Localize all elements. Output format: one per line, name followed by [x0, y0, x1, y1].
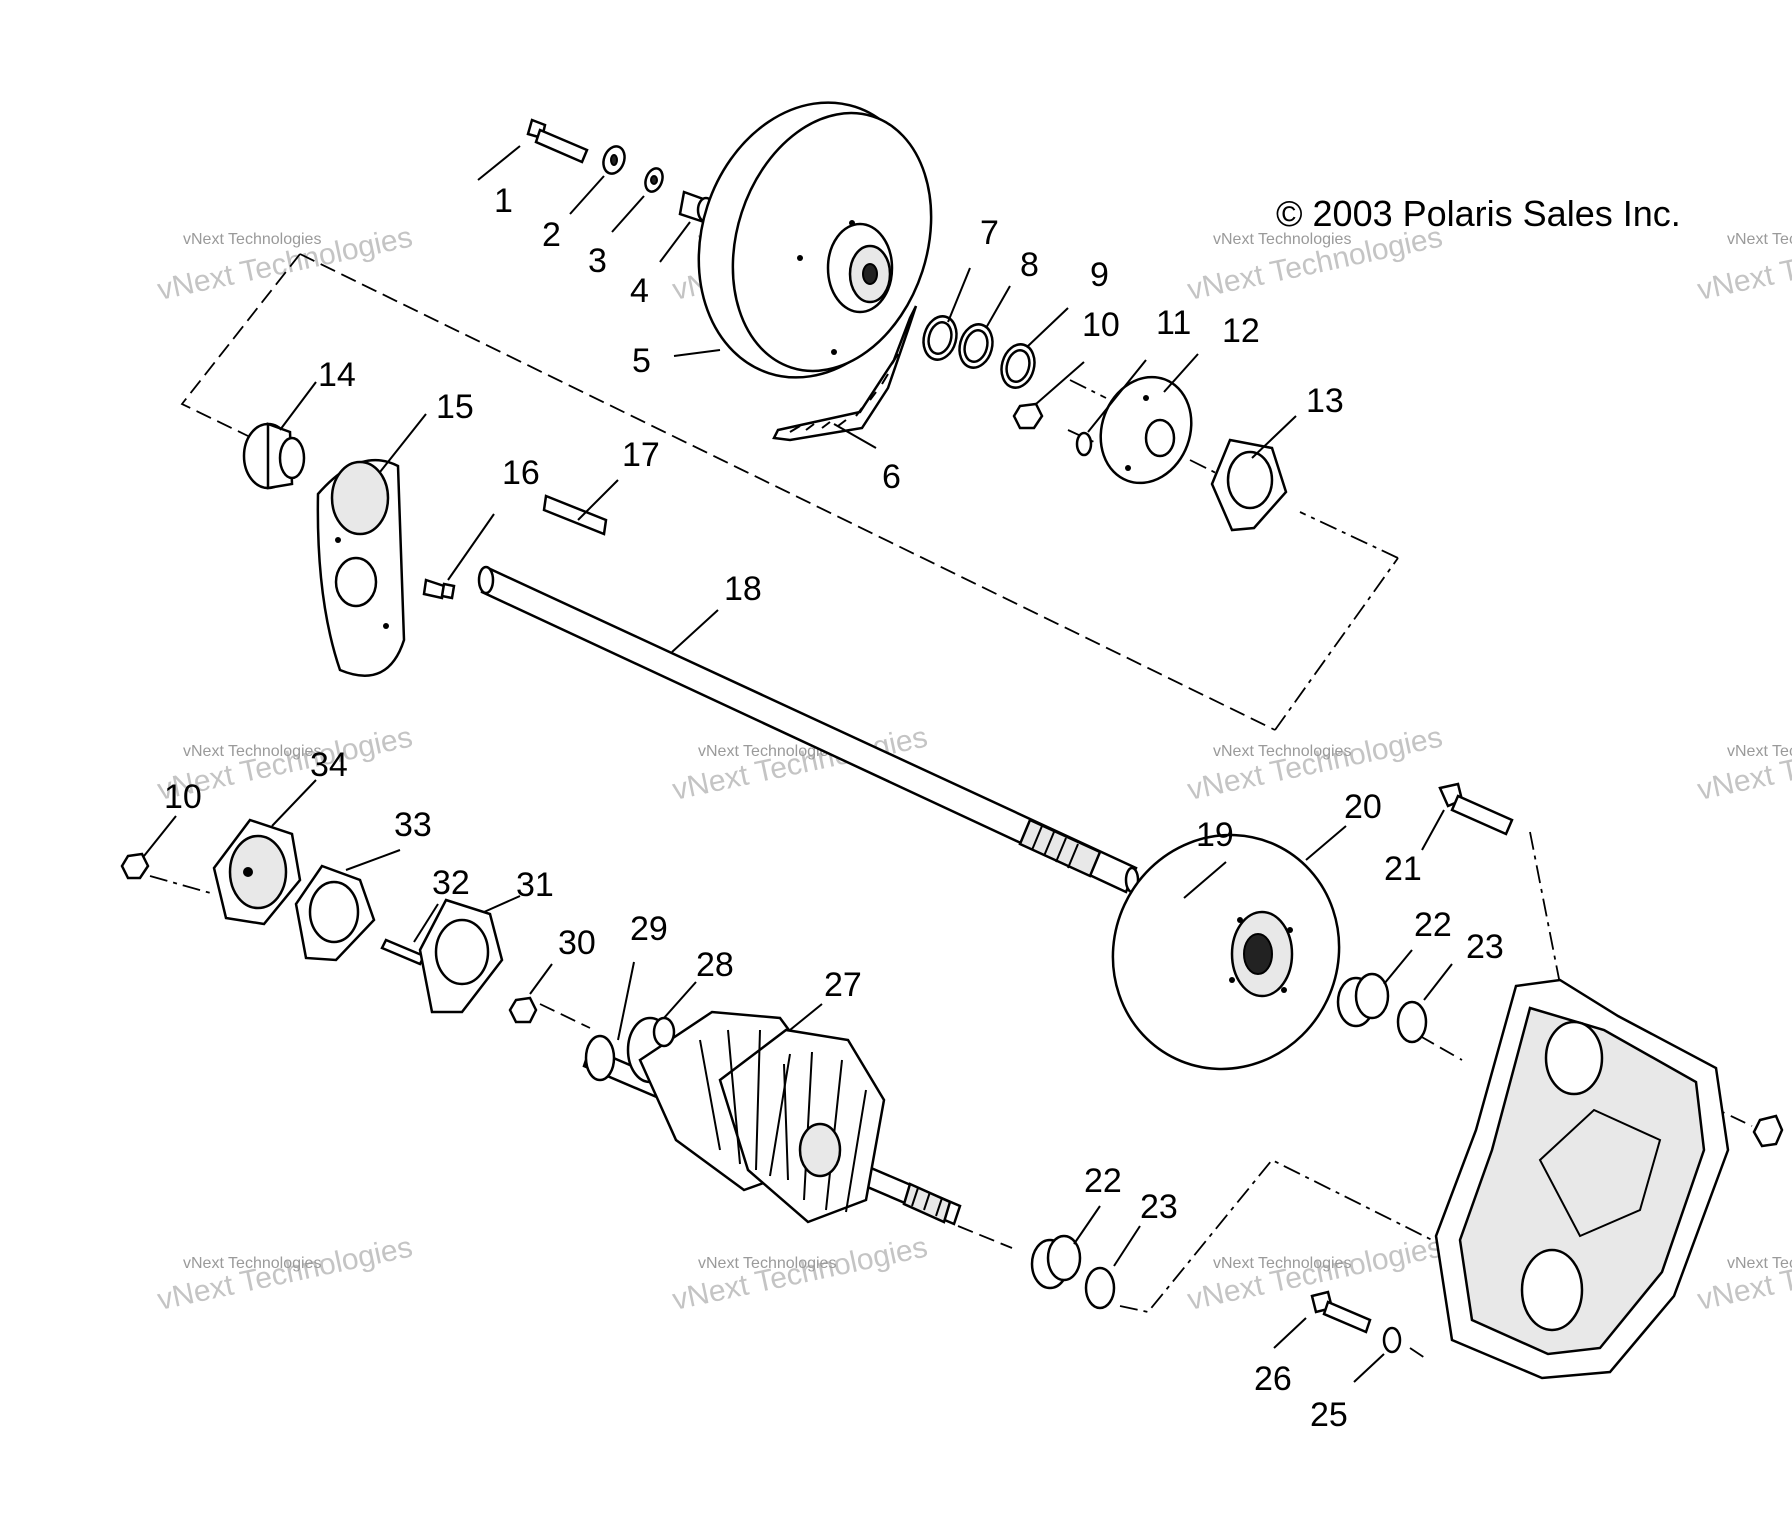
brake-disc-part-20 [1111, 833, 1341, 1071]
washer-part-11 [1075, 431, 1093, 457]
callout-label: 21 [1384, 850, 1422, 888]
callout-label: 10 [164, 778, 202, 816]
watermark-small: vNext Technologies [1727, 743, 1792, 760]
watermark-big: vNext Technologies [155, 1231, 416, 1317]
chaincase-housing [1434, 978, 1730, 1380]
chaincase-cover-part-15 [316, 458, 406, 677]
watermark-small: vNext Technologies [183, 1255, 321, 1272]
watermark-big: vNext Technologies [1695, 1231, 1792, 1317]
watermark-big: vNext Technologies [1185, 721, 1446, 807]
callout-label: 7 [980, 214, 999, 252]
bolt-part-21 [1438, 782, 1514, 836]
copyright-text: © 2003 Polaris Sales Inc. [1276, 193, 1681, 234]
watermark-small: vNext Technologies [183, 231, 321, 248]
watermark-small: vNext Technologies [1727, 231, 1792, 248]
nut-part-30 [508, 996, 538, 1024]
callout-label: 6 [882, 458, 901, 496]
assembly-lines [149, 253, 1753, 1361]
watermark-big: vNext Technologies [670, 1231, 931, 1317]
callout-label: 12 [1222, 312, 1260, 350]
callout-label: 25 [1310, 1396, 1348, 1434]
track-driveshaft-part-27 [582, 1010, 962, 1226]
callout-label: 5 [632, 342, 651, 380]
nut-part [1752, 1114, 1784, 1148]
callout-label: 27 [824, 966, 862, 1004]
seal-part-23 [1396, 1000, 1428, 1044]
ring-inner-9 [1005, 349, 1031, 383]
callout-labels: 1 2 3 4 5 6 7 8 9 10 11 12 13 14 15 16 1… [164, 182, 1504, 1434]
callout-label: 1 [494, 182, 513, 220]
callout-label: 32 [432, 864, 470, 902]
leader-lines [143, 145, 1453, 1383]
callout-label: 8 [1020, 246, 1039, 284]
watermark-big: vNext Technologies [1695, 721, 1792, 807]
callout-label: 15 [436, 388, 474, 426]
callout-label: 4 [630, 272, 649, 310]
flange-part-33 [294, 864, 376, 962]
flange-part-13 [1210, 438, 1288, 532]
bearing-part-28 [652, 1016, 676, 1048]
bolt-part-26 [1310, 1290, 1372, 1334]
callout-label: 26 [1254, 1360, 1292, 1398]
bearing-part-14 [242, 422, 306, 490]
callout-label: 10 [1082, 306, 1120, 344]
callout-label: 31 [516, 866, 554, 904]
callout-label: 30 [558, 924, 596, 962]
callout-label: 2 [542, 216, 561, 254]
watermark-small: vNext Technologies [698, 743, 836, 760]
callout-label: 3 [588, 242, 607, 280]
callout-label: 20 [1344, 788, 1382, 826]
callout-label: 13 [1306, 382, 1344, 420]
callout-label: 14 [318, 356, 356, 394]
callout-label: 23 [1140, 1188, 1178, 1226]
callout-label: 18 [724, 570, 762, 608]
washer-part-25 [1382, 1326, 1402, 1354]
callout-label: 22 [1414, 906, 1452, 944]
watermark-small: vNext Technologies [183, 743, 321, 760]
callout-label: 11 [1156, 304, 1191, 342]
callout-label: 16 [502, 454, 540, 492]
callout-label: 33 [394, 806, 432, 844]
callout-label: 9 [1090, 256, 1109, 294]
watermark-small: vNext Technologies [1727, 1255, 1792, 1272]
bolt-part-1 [526, 118, 589, 164]
watermark-small: vNext Technologies [1213, 743, 1351, 760]
watermark-small: vNext Technologies [1213, 1255, 1351, 1272]
callout-label: 22 [1084, 1162, 1122, 1200]
callout-label: 17 [622, 436, 660, 474]
ring-inner-8 [963, 329, 989, 363]
flange-bearing-part-34 [212, 818, 302, 926]
driveshaft-part-18 [477, 565, 1140, 894]
bearing-plate-part-12 [1099, 375, 1193, 485]
watermark-small: vNext Technologies [698, 1255, 836, 1272]
washer-part-2 [602, 145, 626, 175]
bearing-part-22 [1030, 1234, 1082, 1290]
bolt-part-16 [422, 578, 456, 600]
nut-part-10 [120, 852, 150, 880]
callout-label: 23 [1466, 928, 1504, 966]
chain-part-6 [772, 305, 918, 442]
callout-label: 19 [1196, 816, 1234, 854]
pin-part-32 [380, 938, 426, 966]
callout-label: 28 [696, 946, 734, 984]
watermark-small: vNext Technologies [1213, 231, 1351, 248]
flange-part-31 [418, 898, 504, 1014]
sprocket-part-5 [697, 101, 933, 379]
nut-part-10 [1012, 402, 1044, 430]
bearing-part-22 [1336, 972, 1390, 1028]
callout-label: 29 [630, 910, 668, 948]
seal-part-23 [1084, 1266, 1116, 1310]
callout-label: 34 [310, 746, 348, 784]
ring-inner-7 [927, 321, 953, 355]
washer-part-3 [644, 167, 664, 193]
